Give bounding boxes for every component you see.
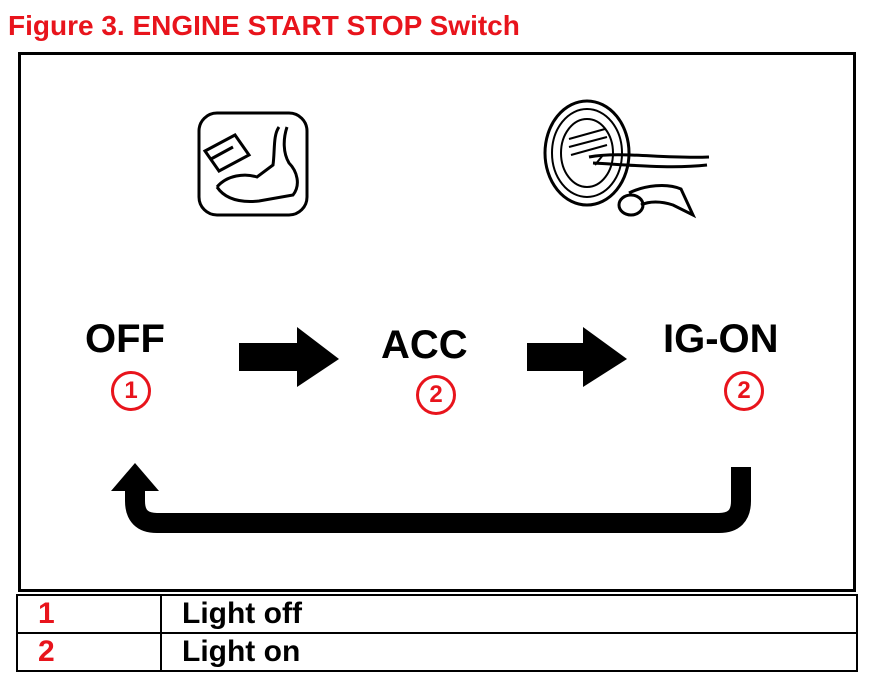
state-ig-on-label: IG-ON [663, 317, 779, 361]
light-on-indicator: 2 [416, 375, 456, 415]
legend-number: 2 [16, 632, 162, 672]
legend-description: Light off [160, 594, 858, 634]
light-on-indicator: 2 [724, 371, 764, 411]
figure-title: Figure 3. ENGINE START STOP Switch [8, 10, 520, 41]
legend-description: Light on [160, 632, 858, 672]
legend-row: 1 Light off [16, 594, 858, 634]
state-acc-label: ACC [381, 323, 468, 367]
state-off-label: OFF [85, 317, 165, 361]
diagram-graphics [111, 99, 751, 533]
light-off-indicator: 1 [111, 371, 151, 411]
arrow-acc-to-igon [527, 327, 627, 387]
return-arrow [111, 463, 751, 533]
push-button-icon [543, 99, 710, 219]
brake-pedal-icon [197, 111, 309, 217]
arrow-off-to-acc [239, 327, 339, 387]
diagram-panel: OFF 1 ACC 2 IG-ON 2 [18, 52, 856, 592]
legend-number: 1 [16, 594, 162, 634]
legend-table: 1 Light off 2 Light on [16, 594, 858, 672]
legend-row: 2 Light on [16, 632, 858, 672]
